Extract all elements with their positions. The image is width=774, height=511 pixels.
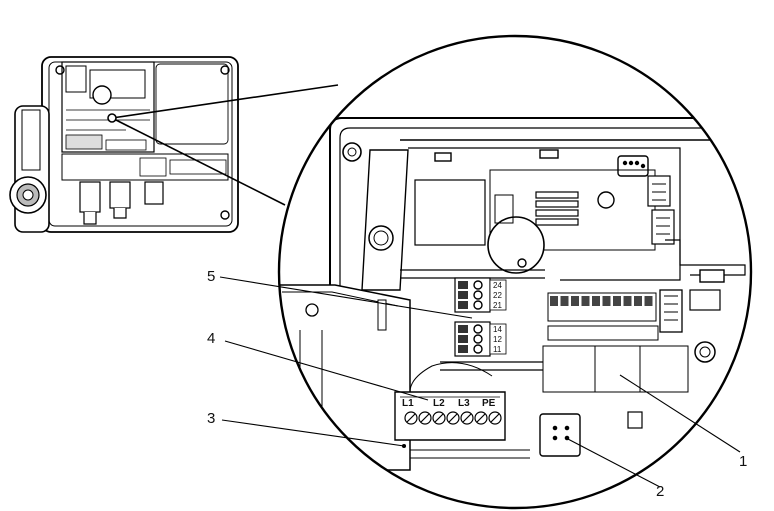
leader-1 [619, 374, 741, 453]
callout-3: 3 [207, 410, 215, 427]
mains-screws [404, 411, 502, 425]
terminal-tooth [571, 296, 579, 306]
leader-4 [224, 340, 429, 401]
callout-1: 1 [739, 453, 747, 470]
terminal-tooth [613, 296, 621, 306]
mains-labels: L1 L2 L3 PE [402, 398, 496, 409]
relay-upper-labels: 24 22 21 [493, 281, 502, 310]
screw-slot [462, 413, 472, 423]
leader-3 [221, 419, 405, 447]
terminal-tooth [550, 296, 558, 306]
screw-slot [420, 413, 430, 423]
magnifier-circle [277, 34, 753, 510]
term-21: 21 [493, 301, 502, 310]
term-11: 11 [493, 345, 502, 354]
relay-terminal-lower [454, 321, 507, 357]
leader-2 [565, 437, 661, 488]
term-22: 22 [493, 291, 502, 300]
callout-5: 5 [207, 268, 215, 285]
terminal-tooth [602, 296, 611, 306]
terminal-tooth [592, 296, 600, 306]
screw-slot [448, 413, 458, 423]
screw-slot [406, 413, 416, 423]
relay-terminal-upper [454, 277, 507, 313]
relay-lower-labels: 14 12 11 [493, 325, 502, 354]
unit-overview [9, 56, 239, 233]
callout-4: 4 [207, 330, 215, 347]
term-L2: L2 [433, 398, 445, 409]
term-12: 12 [493, 335, 502, 344]
terminal-tooth [581, 296, 590, 306]
callout-labels: 1 2 3 4 5 [207, 268, 747, 500]
term-PE: PE [482, 398, 496, 409]
screw-slot [434, 413, 444, 423]
callout-2: 2 [656, 483, 664, 500]
term-L1: L1 [402, 398, 414, 409]
term-24: 24 [493, 281, 502, 290]
magnification-lines [107, 84, 339, 206]
signal-terminal-rows [542, 289, 689, 393]
term-L3: L3 [458, 398, 470, 409]
terminal-tooth [560, 296, 569, 306]
terminal-tooth [634, 296, 642, 306]
screw-slot [476, 413, 486, 423]
terminal-tooth [623, 296, 632, 306]
terminal-tooth [644, 296, 653, 306]
term-14: 14 [493, 325, 502, 334]
screw-slot [490, 413, 500, 423]
leader-lines [219, 276, 741, 488]
leader-5 [219, 276, 473, 319]
